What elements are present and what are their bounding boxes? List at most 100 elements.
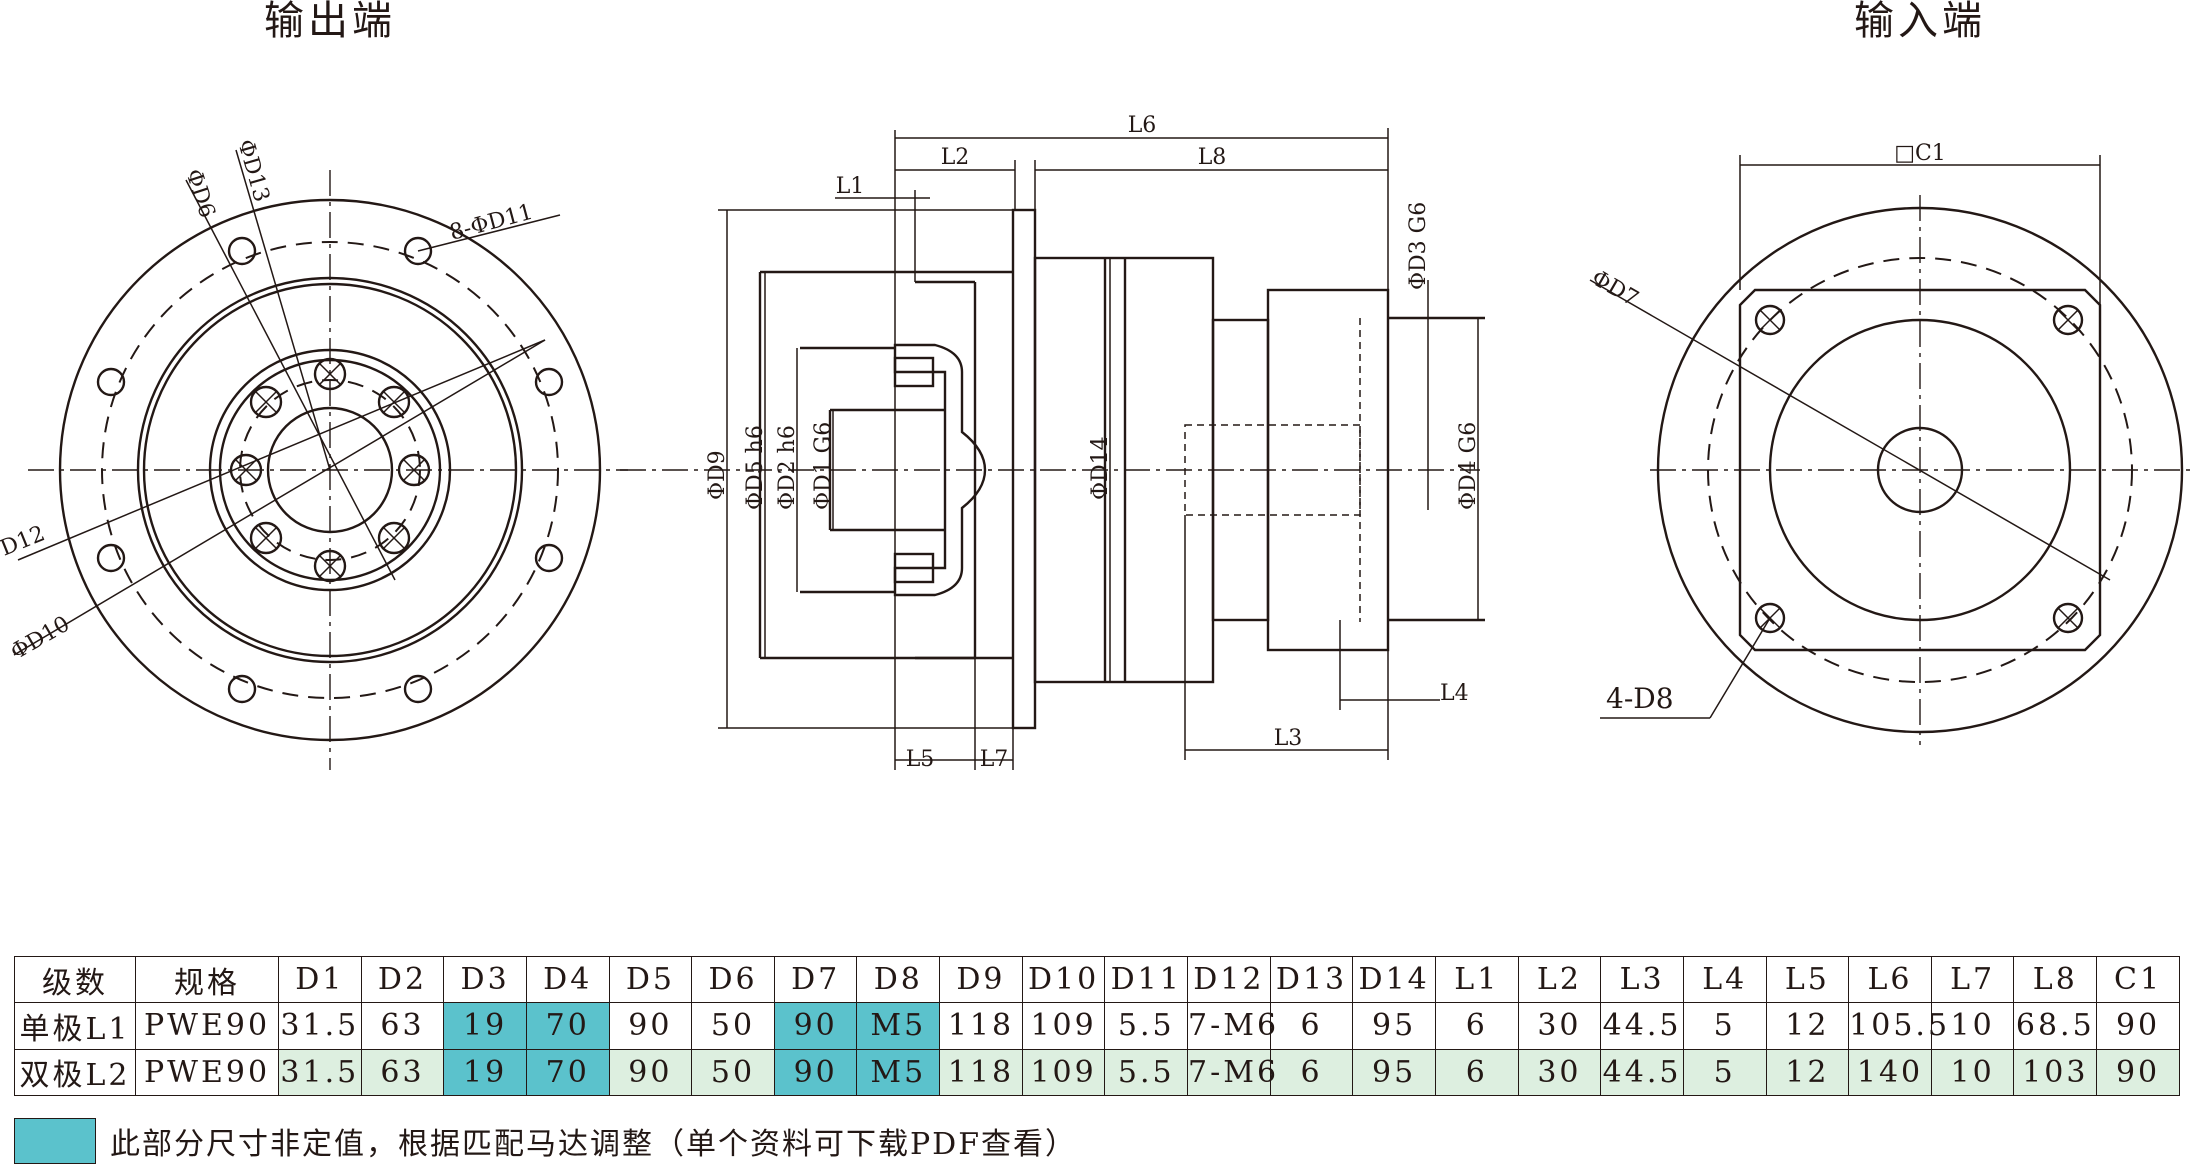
table-cell: 70 — [525, 1002, 610, 1050]
table-cell: 90 — [608, 1048, 693, 1097]
d6-label: ΦD6 — [180, 166, 219, 221]
table-header-cell: D2 — [360, 955, 445, 1004]
legend: 此部分尺寸非定值，根据匹配马达调整（单个资料可下载PDF查看） — [14, 1118, 1077, 1164]
table-header-cell: D9 — [939, 955, 1023, 1004]
table-header-cell: 级数 — [14, 955, 136, 1004]
d8-label: 4-D8 — [1606, 682, 1674, 715]
table-cell: 109 — [1021, 1048, 1106, 1097]
table-cell: 12 — [1765, 1048, 1850, 1097]
table-cell: 30 — [1517, 1002, 1602, 1050]
l3-label: L3 — [1274, 726, 1303, 751]
table-cell: 105.5 — [1848, 1002, 1947, 1050]
table-header-cell: L3 — [1600, 955, 1684, 1004]
table-cell: 6 — [1269, 1002, 1354, 1050]
d12-label: D12 — [0, 521, 49, 561]
table-header-cell: D6 — [691, 955, 775, 1004]
d4-label: ΦD4 G6 — [1456, 422, 1481, 510]
table-cell: 50 — [691, 1002, 775, 1050]
table-cell: 7-M6 — [1187, 1048, 1276, 1097]
table-cell: 90 — [2096, 1048, 2180, 1097]
l4-label: L4 — [1440, 681, 1469, 706]
table-cell: 90 — [608, 1002, 693, 1050]
table-header-cell: D5 — [608, 955, 693, 1004]
table-header-cell: L7 — [1930, 955, 2015, 1004]
table-cell: 118 — [939, 1002, 1023, 1050]
table-cell: 90 — [2096, 1002, 2180, 1050]
l8-label: L8 — [1198, 145, 1227, 170]
table-header-cell: L1 — [1434, 955, 1519, 1004]
l7-label: L7 — [980, 747, 1009, 772]
table-cell: PWE90 — [135, 1048, 279, 1097]
table-header-cell: L4 — [1682, 955, 1767, 1004]
table-cell: 6 — [1269, 1048, 1354, 1097]
table-cell: 95 — [1352, 1048, 1436, 1097]
table-header-cell: C1 — [2096, 955, 2180, 1004]
table-cell: 10 — [1930, 1048, 2015, 1097]
table-header-cell: L8 — [2013, 955, 2098, 1004]
table-cell: 19 — [443, 1002, 527, 1050]
table-cell: 31.5 — [278, 1048, 362, 1097]
side-section-view: L6 L2 L1 L8 ΦD9 ΦD5 h6 ΦD2 h6 ΦD1 G6 ΦD1… — [620, 113, 1485, 772]
table-cell: 44.5 — [1600, 1002, 1684, 1050]
table-cell: 19 — [443, 1048, 527, 1097]
table-cell: 103 — [2013, 1048, 2098, 1097]
table-cell: 63 — [360, 1048, 445, 1097]
table-cell: 68.5 — [2013, 1002, 2098, 1050]
d3-label: ΦD3 G6 — [1406, 202, 1431, 290]
table-cell: 12 — [1765, 1002, 1850, 1050]
d5-label: ΦD5 h6 — [743, 425, 768, 510]
table-cell: M5 — [856, 1048, 941, 1097]
input-end-title: 输入端 — [1854, 0, 1986, 44]
l5-label: L5 — [906, 747, 935, 772]
table-cell: 10 — [1930, 1002, 2015, 1050]
d10-label: ΦD10 — [7, 612, 75, 665]
legend-swatch — [14, 1118, 96, 1164]
legend-note: 此部分尺寸非定值，根据匹配马达调整（单个资料可下载PDF查看） — [110, 1127, 1078, 1162]
input-end-view: □C1 ΦD7 4-D8 — [1587, 141, 2190, 745]
table-cell: 140 — [1848, 1048, 1932, 1097]
output-end-title: 输出端 — [264, 0, 396, 44]
d11-label: 8-ΦD11 — [447, 200, 536, 246]
l2-label: L2 — [941, 145, 970, 170]
table-cell: 70 — [525, 1048, 610, 1097]
d2-label: ΦD2 h6 — [775, 425, 800, 510]
d1-label: ΦD1 G6 — [811, 422, 836, 510]
table-header-cell: D12 — [1187, 955, 1271, 1004]
table-cell: 双极L2 — [14, 1048, 136, 1097]
table-header-cell: L5 — [1765, 955, 1850, 1004]
output-end-view: ΦD6 ΦD13 8-ΦD11 D12 ΦD10 — [0, 137, 628, 770]
d13-label: ΦD13 — [232, 137, 274, 205]
table-header-cell: D13 — [1269, 955, 1354, 1004]
l1-label: L1 — [836, 174, 865, 199]
table-header-cell: D3 — [443, 955, 527, 1004]
table-cell: 6 — [1434, 1048, 1519, 1097]
table-header-cell: 规格 — [135, 955, 279, 1004]
table-header-cell: L6 — [1848, 955, 1932, 1004]
table-cell: 50 — [691, 1048, 775, 1097]
table-header-cell: D1 — [278, 955, 362, 1004]
table-cell: 6 — [1434, 1002, 1519, 1050]
table-cell: 44.5 — [1600, 1048, 1684, 1097]
d14-label: ΦD14 — [1088, 436, 1113, 500]
table-cell: 31.5 — [278, 1002, 362, 1050]
table-header-cell: D14 — [1352, 955, 1436, 1004]
table-cell: 7-M6 — [1187, 1002, 1276, 1050]
table-header-cell: D10 — [1021, 955, 1106, 1004]
d9-label: ΦD9 — [705, 450, 730, 500]
motor-mount-holes — [1754, 304, 2084, 634]
table-cell: 5.5 — [1104, 1048, 1189, 1097]
table-cell: 109 — [1021, 1002, 1106, 1050]
table-cell: 5.5 — [1104, 1002, 1189, 1050]
table-cell: 单极L1 — [14, 1002, 136, 1050]
table-cell: M5 — [856, 1002, 941, 1050]
c1-label: □C1 — [1894, 141, 1946, 166]
table-header-cell: D11 — [1104, 955, 1189, 1004]
table-cell: 63 — [360, 1002, 445, 1050]
tapped-holes — [229, 357, 431, 583]
table-cell: 90 — [773, 1002, 858, 1050]
table-header-cell: D4 — [525, 955, 610, 1004]
